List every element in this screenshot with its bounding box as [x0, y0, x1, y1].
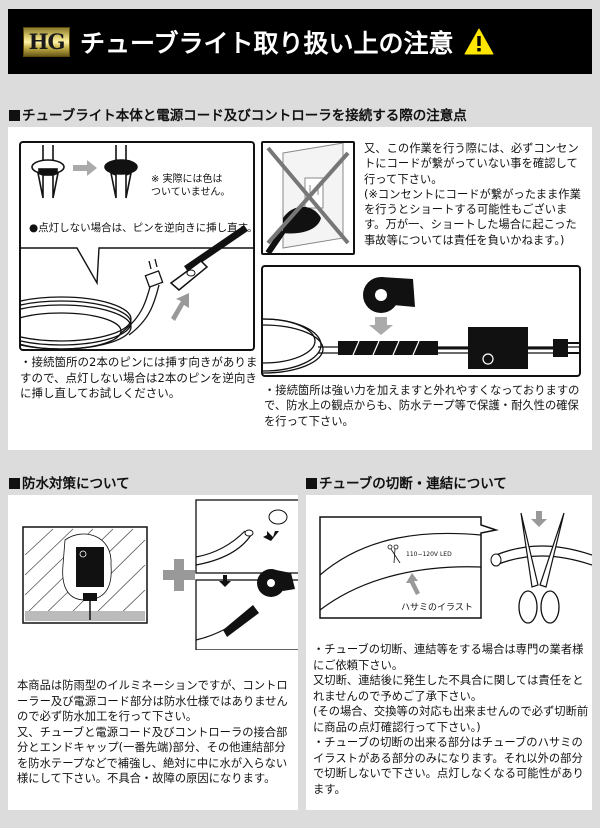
pin-instruction-text: ・接続箇所の2本のピンには挿す向きがありますので、点灯しない場合は2本のピンを逆…	[20, 355, 258, 400]
pin-illustration	[0, 145, 253, 350]
square-bullet-icon	[306, 478, 317, 489]
waterproof-illustration	[22, 499, 298, 650]
section-title-text: チューブの切断・連結について	[319, 476, 507, 492]
waterproof-tape-illustration	[202, 277, 600, 374]
cutting-illustration: 110−120V LED ハサミのイラスト	[319, 511, 592, 624]
section-title-connection: チューブライト本体と電源コード及びコントローラを接続する際の注意点	[9, 104, 467, 124]
tube-print-label: 110−120V LED	[406, 551, 452, 558]
hg-logo: HG	[23, 26, 70, 57]
section-title-text: 防水対策について	[22, 476, 130, 492]
outlet-unplugged-illustration	[265, 142, 350, 255]
section-title-text: チューブライト本体と電源コード及びコントローラを接続する際の注意点	[22, 108, 467, 124]
square-bullet-icon	[9, 110, 20, 121]
tape-figure	[202, 265, 600, 377]
section-title-cutting: チューブの切断・連結について	[306, 472, 507, 492]
waterproof-panel: 本商品は防雨型のイルミネーションですが、コントローラー及び電源コード部分は防水仕…	[8, 495, 298, 810]
square-bullet-icon	[9, 478, 20, 489]
pin-figure-caption: ●点灯しない場合は、ピンを逆向きに挿し直す。	[29, 222, 258, 234]
cutting-panel: 110−120V LED ハサミのイラスト ・チューブの切断、連結等をする場合は…	[306, 495, 592, 810]
pin-figure: ※ 実際には色は ついていません。 ●点灯しない場合は、ピンを逆向きに挿し直す。	[0, 141, 258, 351]
section-title-waterproof: 防水対策について	[9, 472, 130, 492]
warning-triangle-icon	[464, 28, 494, 55]
page-title: チューブライト取り扱い上の注意	[80, 28, 454, 58]
scissors-illustration-caption: ハサミのイラスト	[401, 602, 473, 613]
title-banner: HG チューブライト取り扱い上の注意	[8, 9, 592, 74]
outlet-figure	[261, 141, 355, 255]
cutting-instruction-text: ・チューブの切断、連結等をする場合は専門の業者様にご依頼下さい。 又切断、連結後…	[313, 643, 589, 796]
tape-instruction-text: ・接続箇所は強い力を加えますと外れやすくなっておりますので、防水上の観点からも、…	[264, 384, 580, 428]
pin-color-note: ※ 実際には色は ついていません。	[151, 174, 231, 198]
outlet-warning-text: 又、この作業を行う際には、必ずコンセントにコードが繋がっていない事を確認して行っ…	[364, 142, 581, 247]
waterproof-instruction-text: 本商品は防雨型のイルミネーションですが、コントローラー及び電源コード部分は防水仕…	[17, 679, 288, 785]
connection-panel: ※ 実際には色は ついていません。 ●点灯しない場合は、ピンを逆向きに挿し直す。…	[0, 127, 600, 450]
